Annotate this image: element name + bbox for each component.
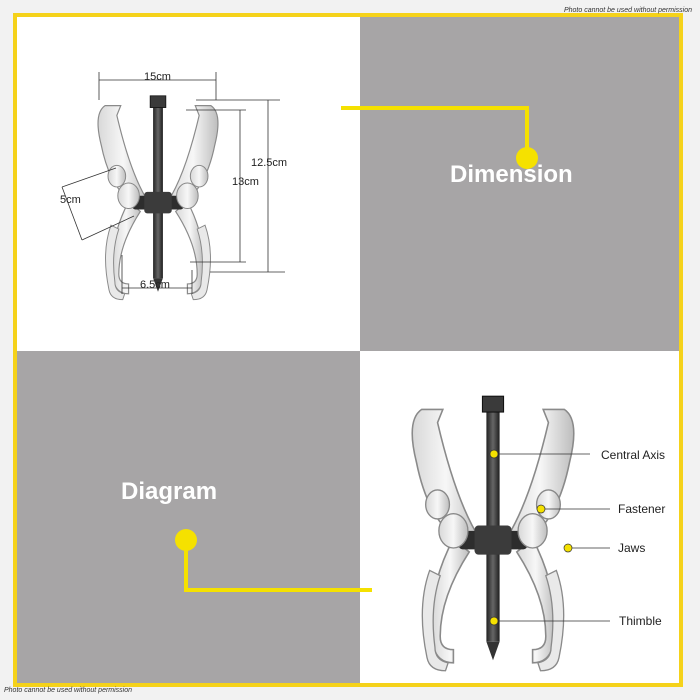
diagram-marker-dot <box>175 529 197 551</box>
connector-lines <box>184 106 529 592</box>
puller-diagram-image <box>411 395 575 672</box>
height-outer-label: 12.5cm <box>251 157 288 169</box>
dimension-title-panel <box>360 17 679 351</box>
watermark-bottom: Photo cannot be used without permission <box>4 687 133 694</box>
height-inner-label: 13cm <box>232 176 259 188</box>
watermark-top: Photo cannot be used without permission <box>563 7 692 14</box>
dimension-marker-dot <box>516 147 538 169</box>
part-callout-lines <box>494 453 610 622</box>
fastener-label: Fastener <box>618 502 666 516</box>
product-frame <box>13 13 683 687</box>
base-width-label: 6.5cm <box>140 279 170 291</box>
diagram-title-panel <box>17 351 360 683</box>
central-axis-label: Central Axis <box>601 448 666 462</box>
part-callout-dots <box>489 449 573 626</box>
puller-dimension-image <box>61 72 285 301</box>
jaws-label: Jaws <box>618 541 646 555</box>
diagram-title: Diagram <box>121 478 218 505</box>
jaw-depth-label: 5cm <box>60 194 81 206</box>
width-top-label: 15cm <box>144 71 171 83</box>
thimble-label: Thimble <box>619 614 662 628</box>
dimension-title: Dimension <box>450 161 573 188</box>
